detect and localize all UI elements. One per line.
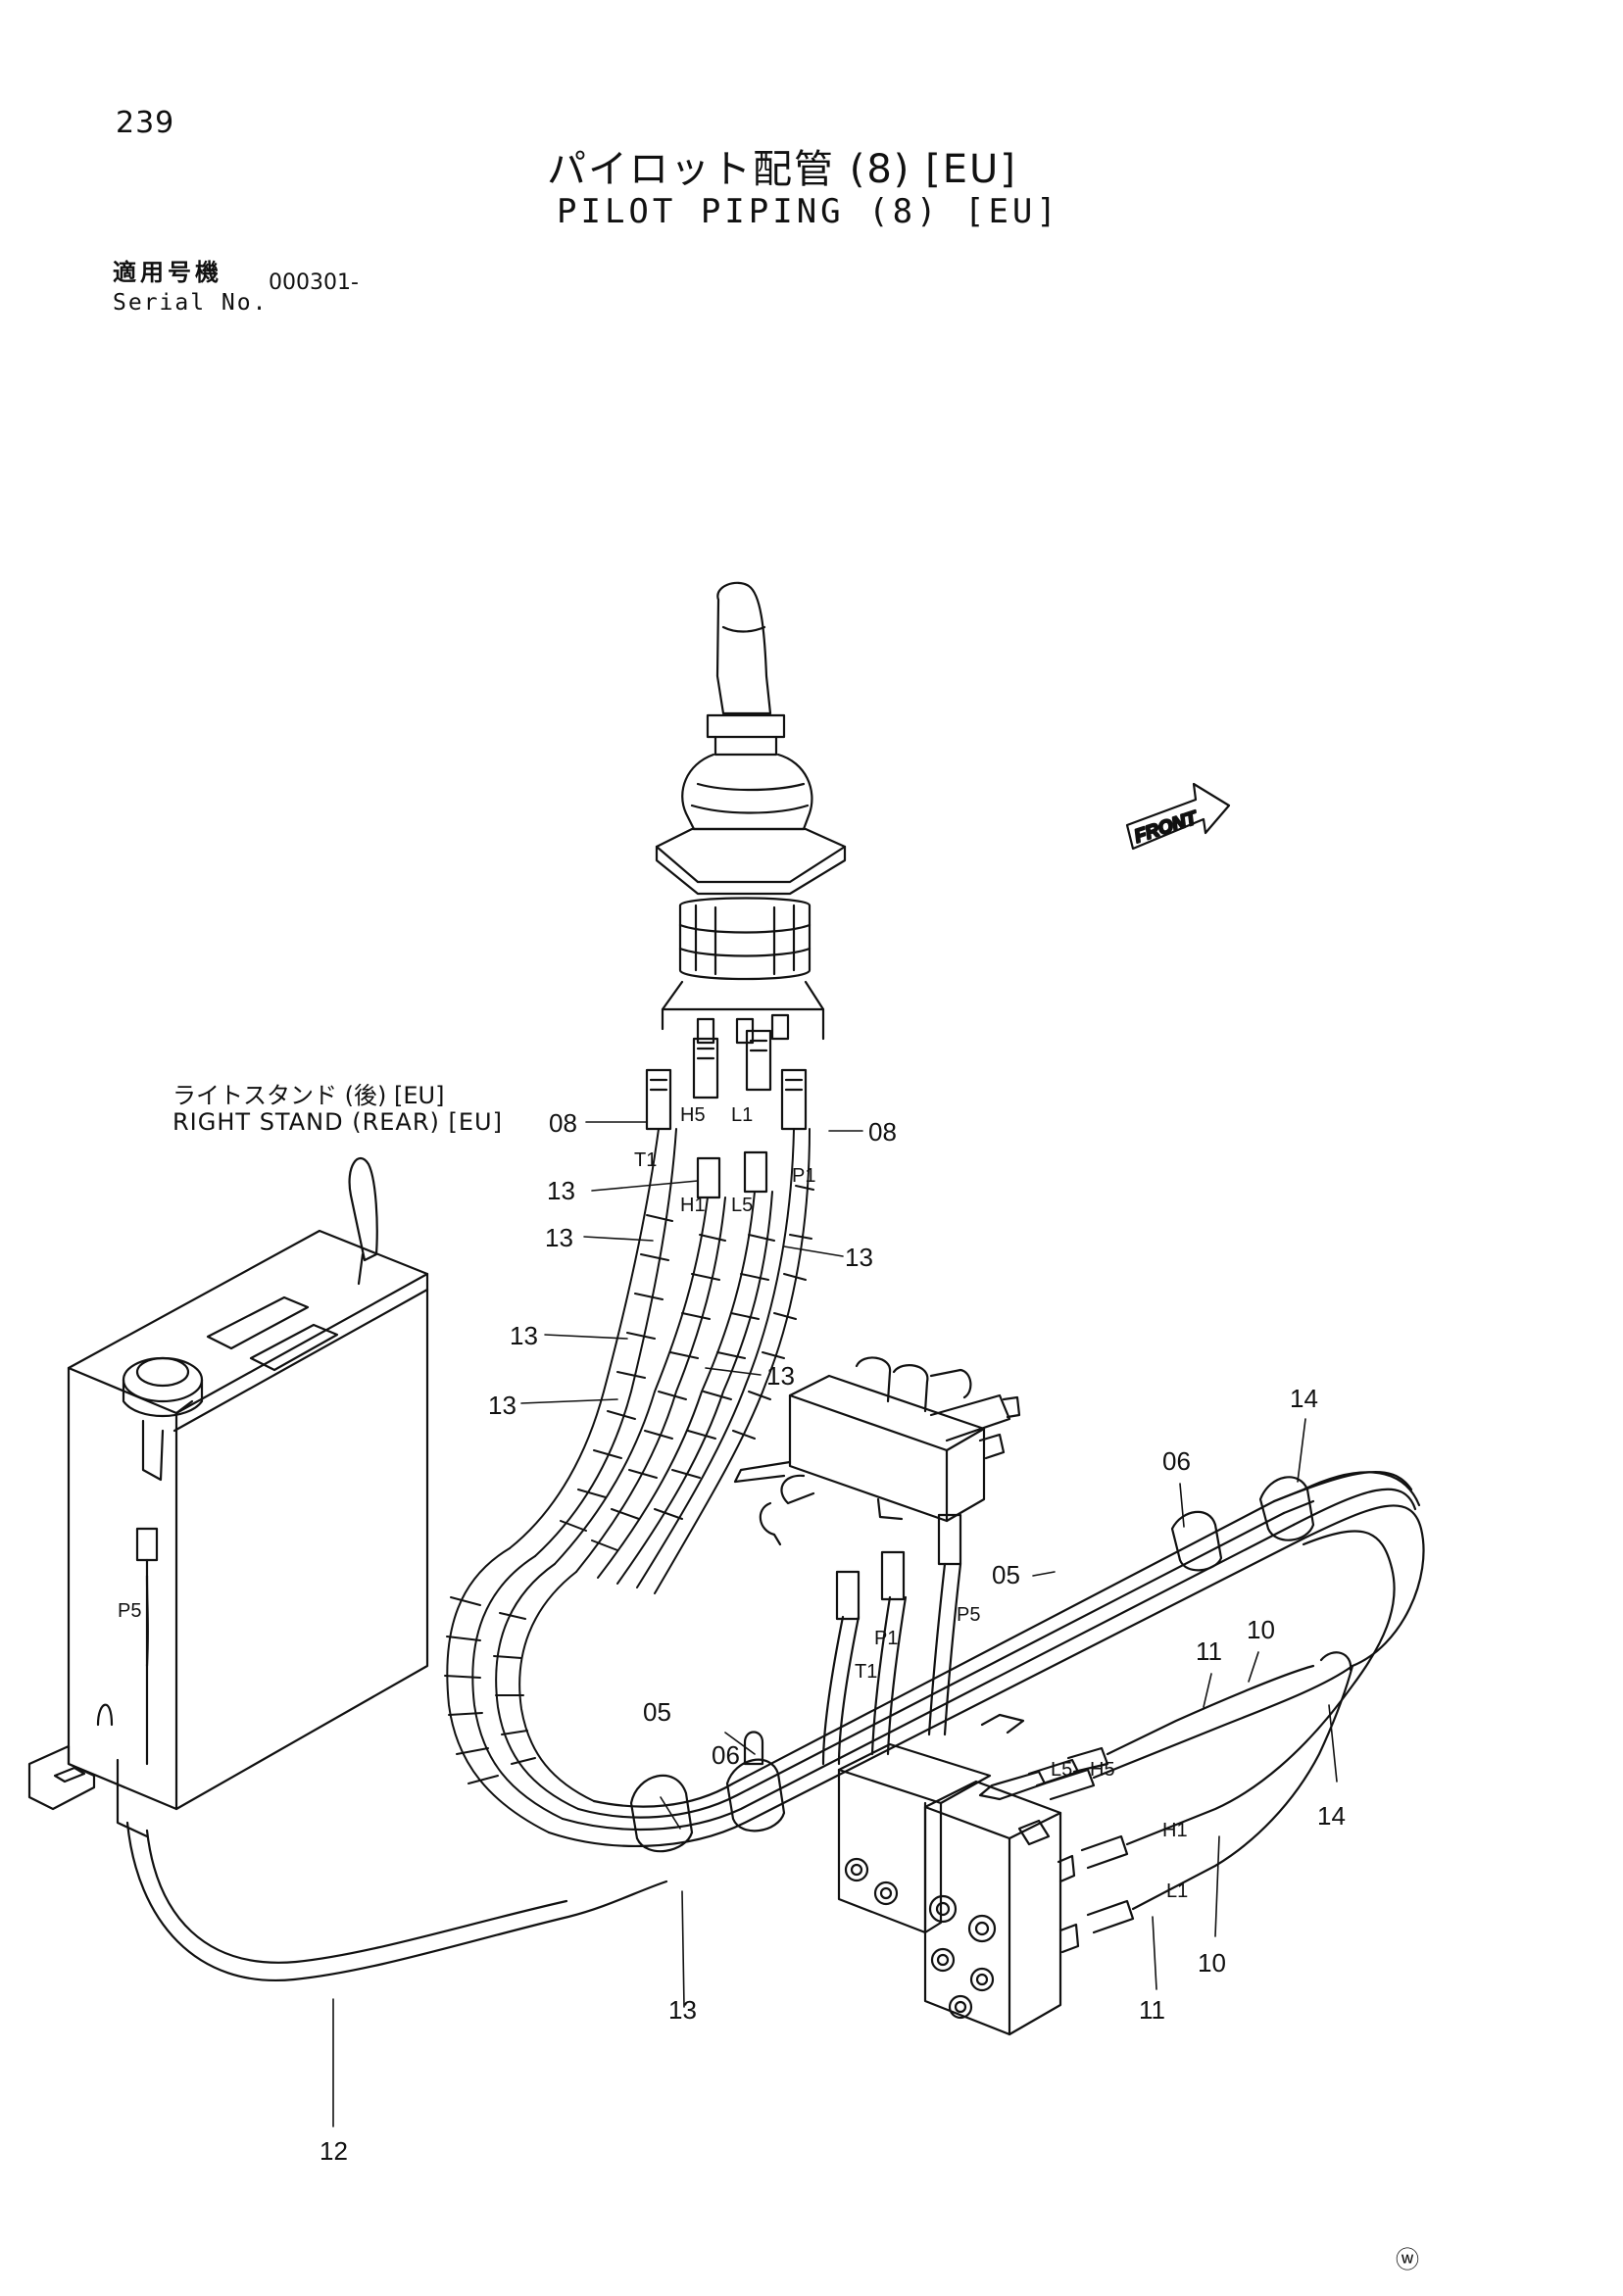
- port-label-l5: L5: [731, 1195, 753, 1216]
- callout-13: 13: [766, 1361, 795, 1391]
- port-label-l1: L1: [731, 1104, 753, 1126]
- callout-08: 08: [549, 1108, 577, 1138]
- port-label-p1: P1: [874, 1628, 898, 1649]
- footer-mark: ⓦ: [1396, 2246, 1419, 2273]
- callout-13: 13: [547, 1176, 575, 1205]
- serial-label-jp: 適用号機: [113, 259, 222, 286]
- callout-13: 13: [668, 1995, 697, 2025]
- callout-05: 05: [643, 1697, 671, 1727]
- callout-06: 06: [1162, 1446, 1191, 1476]
- callout-08: 08: [868, 1117, 897, 1147]
- port-label-h5: H5: [1090, 1759, 1115, 1781]
- callout-10: 10: [1198, 1948, 1226, 1978]
- callout-14: 14: [1317, 1801, 1346, 1831]
- pilot-valve-joystick: [655, 581, 847, 1045]
- serial-label-en: Serial No.: [113, 290, 269, 316]
- callout-13: 13: [510, 1321, 538, 1350]
- front-label: FRONT: [1132, 807, 1201, 848]
- adapters: [645, 1029, 808, 1199]
- port-label-h5: H5: [680, 1104, 706, 1126]
- port-label-p5: P5: [118, 1600, 141, 1622]
- port-labels: T1 H5 L1 P1 H1 L5 P5 T1 P1 P5 L5 H5 H1 L…: [118, 1104, 1188, 1902]
- pilot-lines: [821, 1513, 962, 1766]
- port-label-t1: T1: [855, 1661, 877, 1683]
- upper-loop-lines: [1272, 1471, 1421, 1570]
- callout-11: 11: [1196, 1637, 1222, 1666]
- serial-value: 000301-: [269, 270, 359, 295]
- control-valve-blocks: [837, 1742, 1080, 2036]
- assembly-label-jp: ライトスタンド (後) [EU]: [172, 1082, 445, 1109]
- page-title-jp: パイロット配管 (8) [EU]: [547, 147, 1017, 192]
- port-label-l5: L5: [1051, 1759, 1072, 1781]
- port-label-p1: P1: [792, 1165, 815, 1187]
- part-callouts: 08 08 13 13 13 13 13 13 13 14 14 06 06 0…: [320, 1108, 1346, 2166]
- page-title-en: PILOT PIPING (8) [EU]: [557, 192, 1060, 231]
- callout-11: 11: [1139, 1995, 1165, 2025]
- port-label-l1: L1: [1166, 1881, 1188, 1902]
- callout-14: 14: [1290, 1384, 1318, 1413]
- hose-run: [547, 1476, 1425, 1853]
- callout-06: 06: [712, 1740, 740, 1770]
- callout-05: 05: [992, 1560, 1020, 1589]
- port-label-t1: T1: [634, 1149, 657, 1171]
- right-side-lines: [978, 1566, 1396, 1934]
- port-label-h1: H1: [680, 1195, 706, 1216]
- port-label-h1: H1: [1162, 1820, 1188, 1841]
- port-label-p5: P5: [957, 1604, 980, 1626]
- callout-13: 13: [488, 1391, 516, 1420]
- front-arrow: [1125, 782, 1231, 851]
- callout-13: 13: [845, 1243, 873, 1272]
- spiral-guard-hoses: [444, 1128, 814, 1833]
- page-number: 239: [116, 106, 175, 140]
- assembly-label-en: RIGHT STAND (REAR) [EU]: [172, 1108, 503, 1136]
- callout-12: 12: [320, 2136, 348, 2166]
- right-stand-rear: [27, 1157, 668, 1982]
- callout-10: 10: [1247, 1615, 1275, 1644]
- leader-lines: [332, 1121, 1338, 2127]
- shuttle-valve-block: [733, 1356, 1021, 1546]
- callout-13: 13: [545, 1223, 573, 1252]
